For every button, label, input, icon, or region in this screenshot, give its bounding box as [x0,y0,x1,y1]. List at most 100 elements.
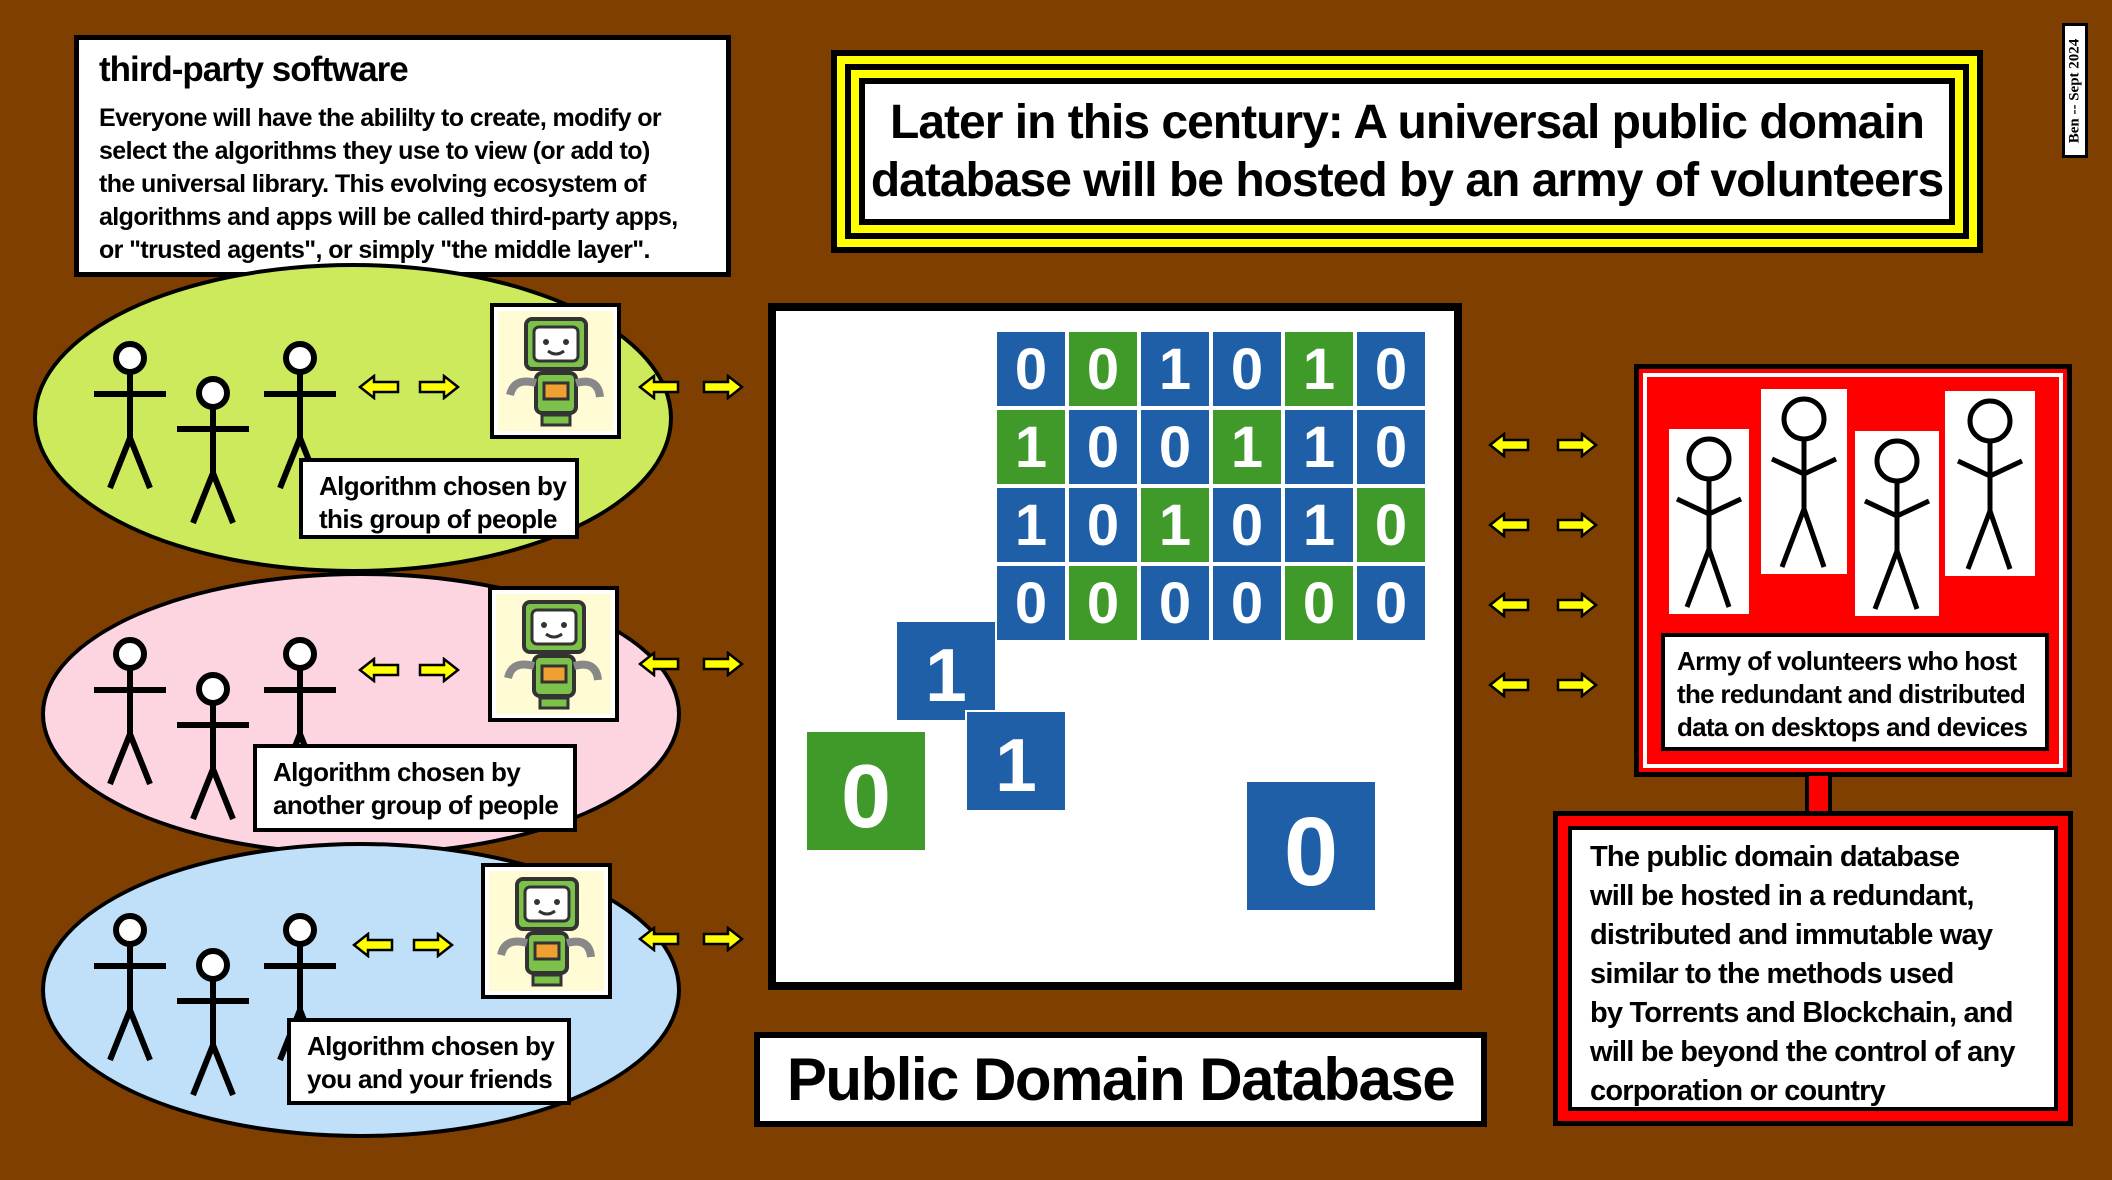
binary-cube: 1 [1283,330,1355,408]
arrow-left-icon [1488,432,1530,458]
stick-figure-icon [1956,398,2024,570]
volunteer-figure [1855,431,1939,616]
binary-cube: 0 [1139,564,1211,642]
arrow-right-icon [702,651,744,677]
note-line: will be hosted in a redundant, [1590,880,1974,912]
algorithm-robot [488,586,619,722]
third-party-text: or "trusted agents", or simply "the midd… [99,236,650,264]
cube-digit: 1 [1015,415,1047,480]
group-label: another group of people [273,790,559,820]
binary-cube: 0 [1355,330,1427,408]
credit-tag: Ben -- Sept 2024 [2062,23,2088,158]
public-database-note: The public domain database will be hoste… [1553,811,2073,1126]
binary-cube: 0 [1355,408,1427,486]
cube-digit: 0 [1375,493,1407,558]
database-label: Public Domain Database [786,1046,1456,1113]
group-label: Algorithm chosen by [273,757,521,787]
volunteers-label: data on desktops and devices [1677,712,2028,742]
cube-digit: 1 [1159,493,1191,558]
cube-digit: 0 [1375,571,1407,636]
binary-cube: 0 [1067,408,1139,486]
stick-figure-icon [94,341,166,490]
arrow-left-icon [638,926,680,952]
note-line: will be beyond the control of any [1590,1036,2016,1068]
volunteer-figure [1945,391,2035,576]
binary-cube: 0 [995,564,1067,642]
cube-digit: 0 [1231,337,1263,402]
stick-figure-icon [94,637,166,786]
binary-cube: 0 [1139,408,1211,486]
robot-agent-icon [496,594,611,714]
volunteers-label-box: Army of volunteers who host the redundan… [1661,633,2049,751]
note-line: similar to the methods used [1590,958,1954,990]
volunteers-panel: Army of volunteers who host the redundan… [1634,364,2072,777]
main-title-line: database will be hosted by an army of vo… [870,153,1944,207]
cube-digit: 0 [1015,337,1047,402]
robot-agent-icon [498,311,613,431]
cube-digit: 1 [1303,415,1335,480]
cube-digit: 0 [1375,415,1407,480]
arrow-left-icon [1488,672,1530,698]
arrow-right-icon [1556,592,1598,618]
cube-digit: 0 [1284,797,1338,906]
main-title-line: Later in this century: A universal publi… [890,95,1925,149]
binary-cube: 0 [1211,330,1283,408]
third-party-text: select the algorithms they use to view (… [99,137,650,165]
database-volunteer-arrows [1488,432,1598,458]
credit-text: Ben -- Sept 2024 [2066,38,2083,143]
people-group [94,913,336,1097]
cube-digit: 1 [1303,337,1335,402]
third-party-heading: third-party software [99,50,409,89]
cube-digit: 0 [1087,493,1119,558]
robot-agent-icon [489,871,604,991]
arrow-right-icon [702,374,744,400]
robot-database-arrows [638,651,744,677]
stick-figure-icon [1770,396,1838,568]
cube-digit: 0 [1087,415,1119,480]
binary-cube: 1 [1283,486,1355,564]
arrow-left-icon [1488,592,1530,618]
arrow-right-icon [1556,672,1598,698]
stick-figure-icon [177,376,249,525]
cube-digit: 0 [1231,493,1263,558]
stick-figure-icon [177,672,249,821]
volunteer-figure [1669,429,1749,614]
stick-figure-icon [1863,438,1931,610]
cube-digit: 1 [1231,415,1263,480]
arrow-right-icon [418,657,460,683]
binary-cube: 1 [1211,408,1283,486]
binary-cube: 1 [995,486,1067,564]
group-label: Algorithm chosen by [307,1031,555,1061]
binary-cube: 0 [1355,486,1427,564]
people-robot-arrows [352,932,454,958]
cube-digit: 0 [1087,337,1119,402]
cube-digit: 1 [1159,337,1191,402]
binary-cube: 0 [1245,780,1377,912]
cube-digit: 0 [1159,571,1191,636]
arrow-left-icon [358,657,400,683]
arrow-right-icon [702,926,744,952]
volunteers-label: the redundant and distributed [1677,679,2026,709]
database-volunteer-arrows [1488,672,1598,698]
binary-cube: 0 [1283,564,1355,642]
binary-cube: 0 [805,730,927,852]
arrow-left-icon [638,374,680,400]
arrow-right-icon [418,374,460,400]
database-label-box: Public Domain Database [754,1032,1487,1127]
binary-cube: 0 [1211,486,1283,564]
cube-digit: 0 [1231,571,1263,636]
note-line: distributed and immutable way [1590,919,1993,951]
algorithm-robot [481,863,612,999]
arrow-right-icon [1556,512,1598,538]
cube-digit: 1 [1015,493,1047,558]
note-line: by Torrents and Blockchain, and [1590,997,2013,1029]
main-title-banner: Later in this century: A universal publi… [831,50,1983,253]
database-volunteer-arrows [1488,512,1598,538]
cube-digit: 0 [1159,415,1191,480]
algorithm-robot [490,303,621,439]
group-label: you and your friends [307,1064,553,1094]
